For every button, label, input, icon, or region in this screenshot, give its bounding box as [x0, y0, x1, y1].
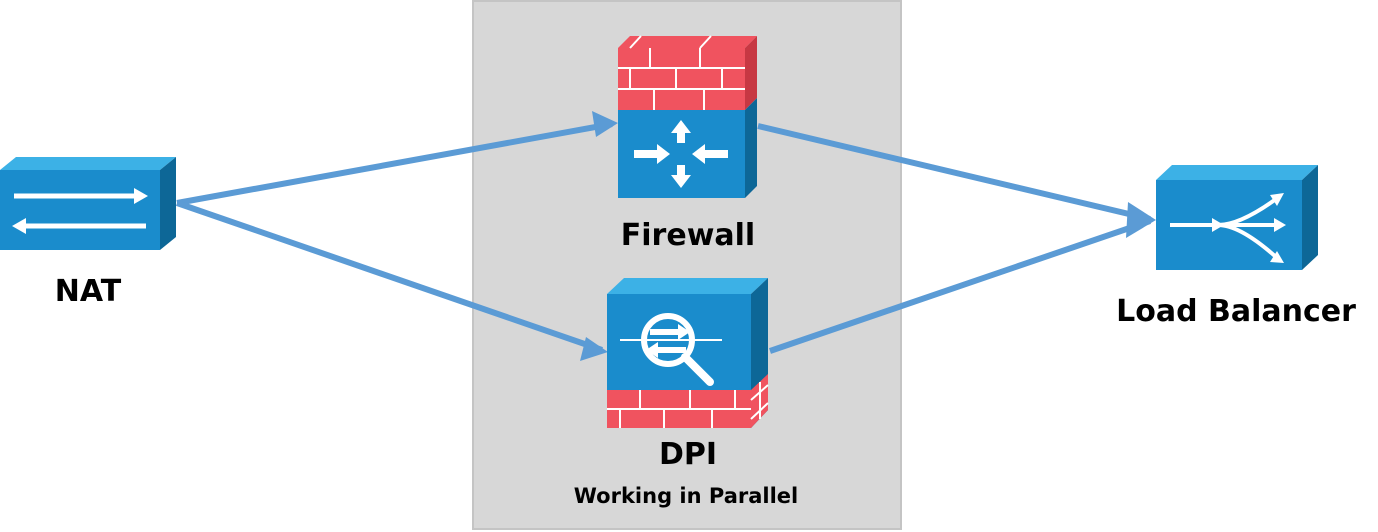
nat-label: NAT [54, 274, 122, 309]
firewall-router-icon [618, 35, 757, 198]
arrowhead-load-balancer [1126, 202, 1156, 238]
edge-dpi-to-load-balancer [769, 218, 1151, 354]
dpi-label: DPI [658, 437, 718, 472]
nat-switch-icon [0, 157, 176, 250]
arrowheads [580, 111, 1156, 361]
parallel-caption: Working in Parallel [573, 484, 799, 508]
arrowhead-firewall [592, 111, 618, 137]
load-balancer-icon [1156, 165, 1318, 270]
arrowhead-dpi [580, 337, 608, 361]
firewall-label: Firewall [620, 218, 756, 253]
edge-nat-to-firewall [176, 121, 613, 206]
load-balancer-label: Load Balancer [1116, 294, 1356, 329]
edges [176, 121, 1151, 354]
edge-firewall-to-load-balancer [757, 123, 1151, 222]
dpi-inspection-icon [607, 278, 769, 428]
edge-nat-to-dpi [176, 200, 603, 353]
